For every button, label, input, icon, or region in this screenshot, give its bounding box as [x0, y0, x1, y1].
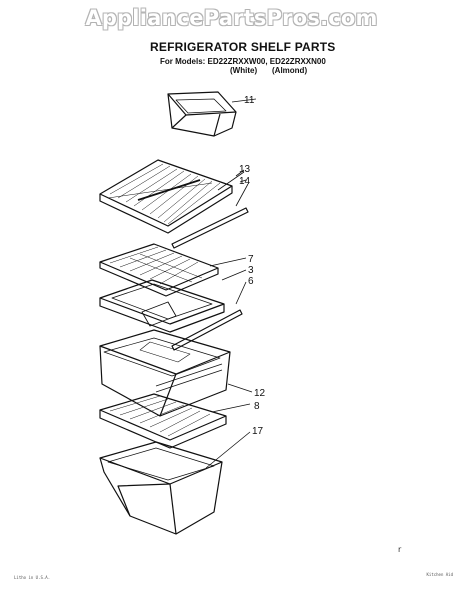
model-numbers: For Models: ED22ZRXXW00, ED22ZRXXN00: [160, 57, 326, 66]
callout-14: 14: [239, 176, 251, 187]
callout-17: 17: [252, 426, 264, 437]
color-label-white: (White): [230, 66, 258, 75]
part-glass-shelf: [99, 159, 233, 234]
callout-13: 13: [239, 164, 251, 175]
color-label-almond: (Almond): [272, 66, 308, 75]
part-meat-pan: [99, 441, 223, 535]
callout-11: 11: [244, 95, 255, 106]
watermark: AppliancePartsPros.com: [85, 6, 378, 30]
diagram-title: REFRIGERATOR SHELF PARTS: [150, 40, 336, 54]
footnote-left: Litho in U.S.A.: [14, 575, 51, 580]
part-crisper-cover: [99, 243, 219, 297]
part-shelf-trim: [171, 207, 249, 249]
part-crisper-drawer: [99, 329, 231, 417]
callout-12: 12: [254, 388, 266, 399]
callout-7: 7: [248, 254, 254, 265]
part-cover-frame: [99, 279, 225, 333]
callout-3: 3: [248, 265, 254, 276]
footnote-right: Kitchen Aid: [426, 572, 454, 577]
callout-8: 8: [254, 401, 260, 412]
part-bin-small: [167, 91, 237, 137]
part-divider-strip: [171, 309, 243, 351]
part-drawer-cover: [99, 393, 227, 449]
callout-6: 6: [248, 276, 254, 287]
mark-glyph: r: [398, 545, 402, 554]
leader-lines: [205, 98, 257, 469]
